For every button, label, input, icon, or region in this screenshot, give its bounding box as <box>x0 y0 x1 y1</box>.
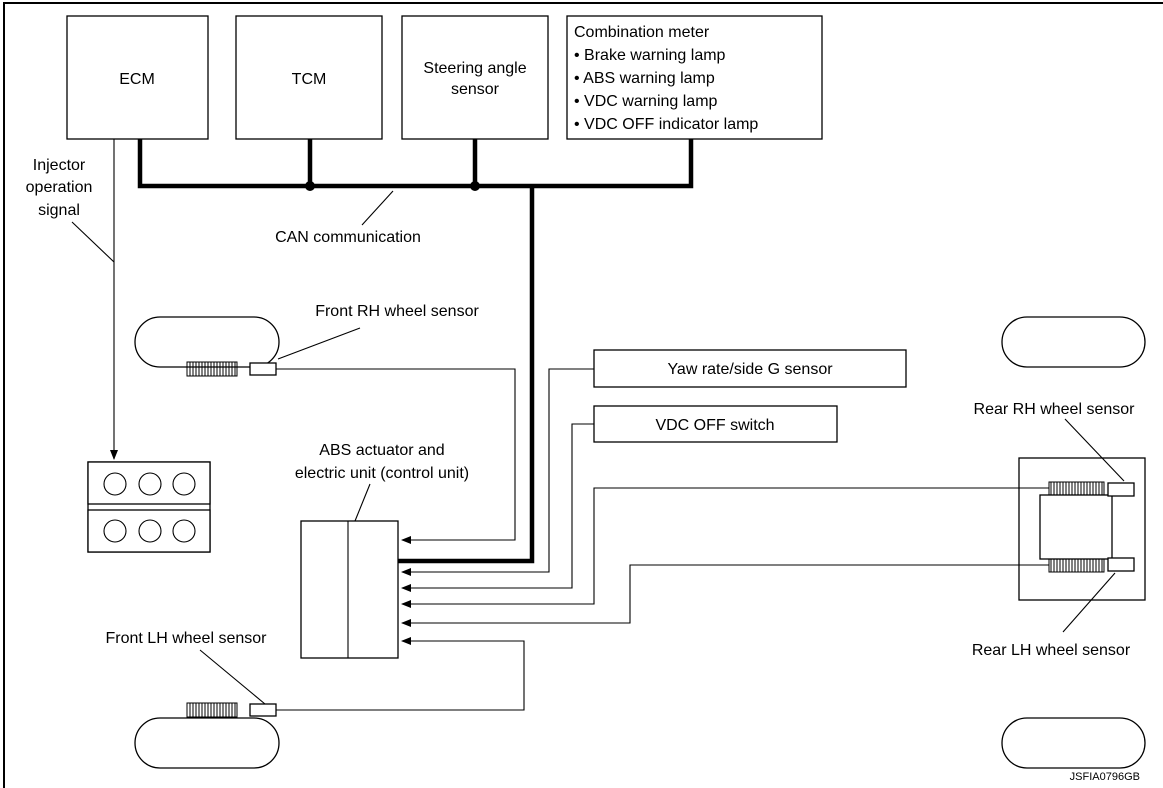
front-lh-wheel <box>134 702 280 769</box>
front-rh-wheel <box>134 316 280 377</box>
injector-label-line1: Injector <box>33 157 86 174</box>
ecm-box: ECM <box>66 15 209 140</box>
rear-rh-signal-line <box>401 487 1049 608</box>
rear-lh-wheel-bottom <box>1001 717 1146 769</box>
front-lh-label: Front LH wheel sensor <box>106 630 268 647</box>
meter-title: Combination meter <box>574 24 710 41</box>
figure-code: JSFIA0796GB <box>1070 771 1140 783</box>
vdc-off-signal-line <box>401 423 594 592</box>
injector-label-line2: operation <box>26 179 93 196</box>
meter-item: • VDC warning lamp <box>574 93 718 110</box>
vdc-off-switch-box: VDC OFF switch <box>593 405 838 443</box>
can-bus <box>137 139 694 564</box>
tcm-label: TCM <box>292 71 327 88</box>
steering-label-line1: Steering angle <box>423 60 526 77</box>
frame-border <box>3 2 1163 788</box>
combination-meter-box: Combination meter • Brake warning lamp •… <box>566 15 823 140</box>
abs-leader <box>354 483 371 522</box>
ecm-label: ECM <box>119 71 155 88</box>
abs-label-line2: electric unit (control unit) <box>295 465 469 482</box>
front-rh-leader <box>277 327 361 360</box>
injector-signal: Injector operation signal <box>26 139 118 460</box>
meter-item: • ABS warning lamp <box>574 70 715 87</box>
yaw-signal-line <box>401 368 594 576</box>
rear-lh-leader <box>1062 572 1116 633</box>
rear-rh-leader <box>1064 418 1125 482</box>
front-rh-label: Front RH wheel sensor <box>315 303 479 320</box>
injector-label-line3: signal <box>38 202 80 219</box>
rear-lh-signal-line <box>401 564 1049 627</box>
yaw-sensor-label: Yaw rate/side G sensor <box>667 361 833 378</box>
rear-rh-wheel-top <box>1001 316 1146 368</box>
rear-axle-assembly <box>1018 457 1146 601</box>
vdc-off-switch-label: VDC OFF switch <box>655 417 774 434</box>
rear-rh-label: Rear RH wheel sensor <box>974 401 1136 418</box>
front-lh-signal-line <box>276 637 525 711</box>
rear-lh-label: Rear LH wheel sensor <box>972 642 1131 659</box>
front-lh-leader <box>199 649 266 705</box>
can-label: CAN communication <box>275 229 421 246</box>
meter-item: • Brake warning lamp <box>574 47 726 64</box>
can-leader-line <box>361 190 394 226</box>
meter-item: • VDC OFF indicator lamp <box>574 116 758 133</box>
abs-label-line1: ABS actuator and <box>319 442 444 459</box>
front-rh-signal-line <box>276 368 516 544</box>
tcm-box: TCM <box>235 15 383 140</box>
steering-label-line2: sensor <box>451 81 500 98</box>
engine-icon <box>87 461 211 553</box>
abs-actuator-box <box>300 520 399 659</box>
steering-angle-sensor-box: Steering angle sensor <box>401 15 549 140</box>
yaw-rate-sensor-box: Yaw rate/side G sensor <box>593 349 907 388</box>
